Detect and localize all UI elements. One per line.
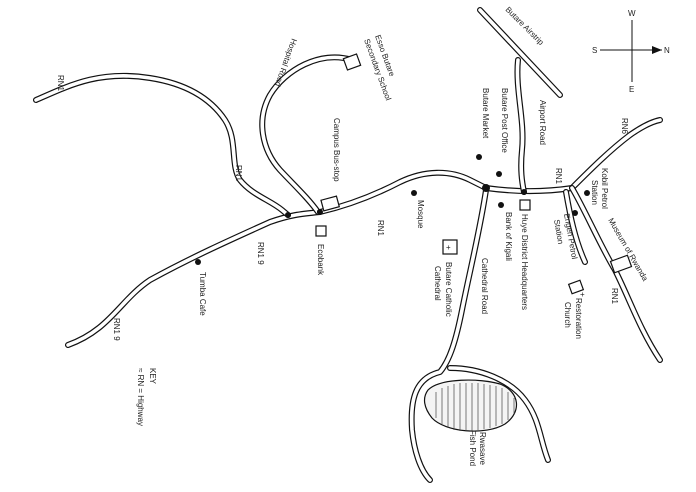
museum-building	[609, 254, 633, 274]
label-rn1-west: RN1	[56, 75, 65, 92]
label-fishpond-1: Rwasave	[478, 432, 487, 465]
label-airport-road: Airport Road	[538, 100, 547, 145]
label-restoration-1: Restoration	[574, 298, 583, 339]
label-huye: Huye District Headquarters	[520, 214, 529, 310]
compass-rose: W S N E	[592, 9, 670, 94]
label-cathedral-road: Cathedral Road	[480, 258, 489, 314]
road-rn6	[569, 117, 663, 191]
label-rn1-mid: RN1	[234, 165, 243, 182]
label-rn19-a: RN1 9	[256, 242, 265, 265]
label-mosque: Mosque	[416, 200, 425, 229]
map-key: KEY ≈ RN = Highway	[136, 368, 157, 426]
label-rn1-center: RN1	[376, 220, 385, 237]
key-entry: ≈ RN = Highway	[136, 368, 145, 426]
compass-east: E	[629, 85, 634, 94]
tumba-dot	[195, 259, 201, 265]
campus-busstop-building	[320, 195, 341, 212]
label-post-office: Butare Post Office	[500, 88, 509, 153]
label-kobil-1: Kobil Petrol	[600, 168, 609, 209]
label-bank-kigali: Bank of Kigali	[504, 212, 513, 261]
label-rn19-b: RN1 9	[112, 318, 121, 341]
road-network	[33, 7, 663, 483]
label-butare-market: Butare Market	[481, 88, 490, 139]
junction-dot-west	[285, 212, 291, 218]
label-cathedral-1: Butare Catholic	[444, 262, 453, 317]
junction-dot-airport	[521, 189, 527, 195]
label-museum: Museum of Rwanda	[606, 217, 650, 284]
compass-north: N	[664, 46, 670, 55]
church-plus: +	[580, 290, 585, 299]
label-ecobank: Ecobank	[316, 244, 325, 276]
landmarks: + +	[195, 53, 633, 299]
junction-dot-main	[482, 184, 490, 192]
label-campus-bus: Campus Bus-stop	[332, 118, 341, 182]
label-fishpond-2: Fish Pond	[468, 430, 477, 466]
label-tumba: Tumba Cafe	[198, 272, 207, 316]
road-rn19	[65, 209, 323, 348]
restoration-church-building	[567, 279, 585, 295]
post-office-dot	[496, 171, 502, 177]
compass-west: W	[628, 9, 636, 18]
label-rn6: RN6	[620, 118, 629, 135]
label-rn1-south: RN1	[610, 288, 619, 305]
label-rn1-east: RN1	[554, 168, 563, 185]
junction-dot-busstop	[317, 209, 323, 215]
esso-school-building	[342, 53, 362, 71]
cathedral-building	[442, 239, 458, 255]
mosque-dot	[411, 190, 417, 196]
label-engen-2: Station	[552, 219, 565, 245]
cathedral-plus: +	[446, 243, 451, 252]
compass-south: S	[592, 46, 597, 55]
fish-pond	[423, 379, 517, 432]
label-kobil-2: Station	[590, 180, 599, 205]
huye-building	[519, 199, 531, 211]
bank-kigali-dot	[498, 202, 504, 208]
label-restoration-2: Church	[563, 302, 572, 328]
key-title: KEY	[148, 368, 157, 385]
kobil-dot	[584, 190, 590, 196]
engen-dot	[572, 210, 578, 216]
market-dot	[476, 154, 482, 160]
ecobank-building	[315, 225, 327, 237]
label-cathedral-2: Cathedral	[433, 266, 442, 301]
road-rn1-west	[33, 72, 291, 218]
